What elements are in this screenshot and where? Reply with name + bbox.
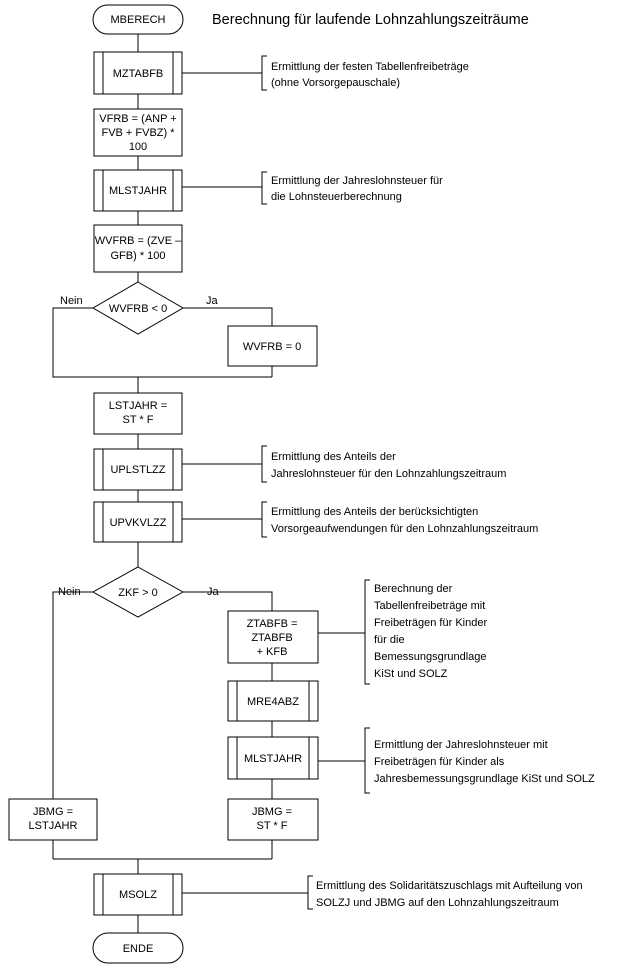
decision-wvfrb-label: WVFRB < 0 — [109, 303, 167, 315]
subroutine-upvkvlzz: UPVKVLZZ — [93, 501, 183, 543]
annotation-uplstlzz: Ermittlung des Anteils der Jahreslohnste… — [271, 451, 506, 480]
process-ztabfb-line-2: ZTABFB — [251, 632, 292, 644]
subroutine-mre4abz: MRE4ABZ — [227, 680, 319, 722]
subroutine-upvkvlzz-label: UPVKVLZZ — [110, 517, 167, 529]
diagram-title: Berechnung für laufende Lohnzahlungszeit… — [212, 12, 529, 28]
subroutine-msolz: MSOLZ — [93, 873, 183, 916]
annotation-uplstlzz-line-2: Jahreslohnsteuer für den Lohnzahlungszei… — [271, 468, 506, 480]
start-label: MBERECH — [110, 14, 165, 26]
branch-nein-1: Nein — [60, 295, 83, 307]
process-wvfrb: WVFRB = (ZVE – GFB) * 100 — [93, 224, 183, 273]
subroutine-mlstjahr-1: MLSTJAHR — [93, 169, 183, 212]
subroutine-mztabfb: MZTABFB — [93, 51, 183, 95]
subroutine-mlstjahr-2-label: MLSTJAHR — [244, 753, 302, 765]
subroutine-uplstlzz: UPLSTLZZ — [93, 448, 183, 491]
annotation-msolz: Ermittlung des Solidaritätszuschlags mit… — [316, 880, 583, 909]
process-jbmg-right-line-1: JBMG = — [252, 806, 292, 818]
annotation-uplstlzz-line-1: Ermittlung des Anteils der — [271, 451, 396, 463]
subroutine-mztabfb-label: MZTABFB — [113, 68, 164, 80]
subroutine-msolz-label: MSOLZ — [119, 889, 157, 901]
annotation-upvkvlzz-line-2: Vorsorgeaufwendungen für den Lohnzahlung… — [271, 523, 538, 535]
subroutine-uplstlzz-label: UPLSTLZZ — [110, 464, 165, 476]
process-vfrb-line-3: 100 — [129, 141, 147, 153]
process-jbmg-right: JBMG = ST * F — [227, 798, 319, 841]
decision-zkf: ZKF > 0 — [91, 566, 185, 618]
annotation-mztabfb-line-2: (ohne Vorsorgepauschale) — [271, 77, 400, 89]
annotation-upvkvlzz-line-1: Ermittlung des Anteils der berücksichtig… — [271, 506, 478, 518]
process-jbmg-right-line-2: ST * F — [257, 820, 288, 832]
branch-nein-2: Nein — [58, 586, 81, 598]
annotation-mztabfb-line-1: Ermittlung der festen Tabellenfreibeträg… — [271, 61, 469, 73]
annotation-ztabfb-line-4: für die — [374, 634, 405, 646]
subroutine-mre4abz-label: MRE4ABZ — [247, 696, 299, 708]
annotation-ztabfb-line-1: Berechnung der — [374, 583, 453, 595]
process-jbmg-left: JBMG = LSTJAHR — [8, 798, 98, 841]
annotation-mlstjahr-2-line-2: Freibeträgen für Kinder als — [374, 756, 505, 768]
annotation-mlstjahr-2-line-3: Jahresbemessungsgrundlage KiSt und SOLZ — [374, 773, 595, 785]
annotation-connectors — [182, 55, 370, 910]
process-lstjahr-line-2: ST * F — [123, 414, 154, 426]
annotation-ztabfb: Berechnung der Tabellenfreibeträge mit F… — [374, 583, 487, 680]
process-vfrb-line-2: FVB + FVBZ) * — [101, 127, 175, 139]
annotation-mlstjahr-2-line-1: Ermittlung der Jahreslohnsteuer mit — [374, 739, 548, 751]
annotation-msolz-line-2: SOLZJ und JBMG auf den Lohnzahlungszeitr… — [316, 897, 559, 909]
process-wvfrb-line-2: GFB) * 100 — [110, 250, 165, 262]
branch-ja-2: Ja — [207, 586, 220, 598]
annotation-ztabfb-line-2: Tabellenfreibeträge mit — [374, 600, 485, 612]
end-label: ENDE — [123, 943, 154, 955]
start-terminator: MBERECH — [92, 4, 184, 35]
branch-ja-1: Ja — [206, 295, 219, 307]
process-wvfrb-line-1: WVFRB = (ZVE – — [95, 235, 182, 247]
subroutine-mlstjahr-1-label: MLSTJAHR — [109, 185, 167, 197]
process-wvfrb-zero-label: WVFRB = 0 — [243, 341, 301, 353]
flow-connectors — [52, 34, 273, 933]
process-wvfrb-zero: WVFRB = 0 — [227, 325, 318, 367]
decision-zkf-label: ZKF > 0 — [118, 587, 157, 599]
annotation-msolz-line-1: Ermittlung des Solidaritätszuschlags mit… — [316, 880, 583, 892]
subroutine-mlstjahr-2: MLSTJAHR — [227, 736, 319, 780]
process-ztabfb-line-3: + KFB — [257, 646, 288, 658]
annotation-mztabfb: Ermittlung der festen Tabellenfreibeträg… — [271, 61, 469, 89]
annotation-ztabfb-line-6: KiSt und SOLZ — [374, 668, 448, 680]
annotation-mlstjahr-1: Ermittlung der Jahreslohnsteuer für die … — [271, 175, 443, 203]
process-vfrb-line-1: VFRB = (ANP + — [99, 113, 176, 125]
process-jbmg-left-line-1: JBMG = — [33, 806, 73, 818]
decision-wvfrb: WVFRB < 0 — [92, 281, 184, 335]
process-jbmg-left-line-2: LSTJAHR — [29, 820, 78, 832]
annotation-ztabfb-line-3: Freibeträgen für Kinder — [374, 617, 487, 629]
annotation-mlstjahr-1-line-1: Ermittlung der Jahreslohnsteuer für — [271, 175, 443, 187]
annotation-mlstjahr-1-line-2: die Lohnsteuerberechnung — [271, 191, 402, 203]
annotation-upvkvlzz: Ermittlung des Anteils der berücksichtig… — [271, 506, 538, 535]
process-vfrb: VFRB = (ANP + FVB + FVBZ) * 100 — [93, 108, 183, 157]
end-terminator: ENDE — [92, 932, 184, 964]
annotation-ztabfb-line-5: Bemessungsgrundlage — [374, 651, 487, 663]
process-ztabfb-line-1: ZTABFB = — [247, 618, 298, 630]
annotation-mlstjahr-2: Ermittlung der Jahreslohnsteuer mit Frei… — [374, 739, 595, 785]
process-lstjahr-line-1: LSTJAHR = — [109, 400, 167, 412]
process-ztabfb: ZTABFB = ZTABFB + KFB — [227, 610, 319, 664]
process-lstjahr: LSTJAHR = ST * F — [93, 392, 183, 435]
